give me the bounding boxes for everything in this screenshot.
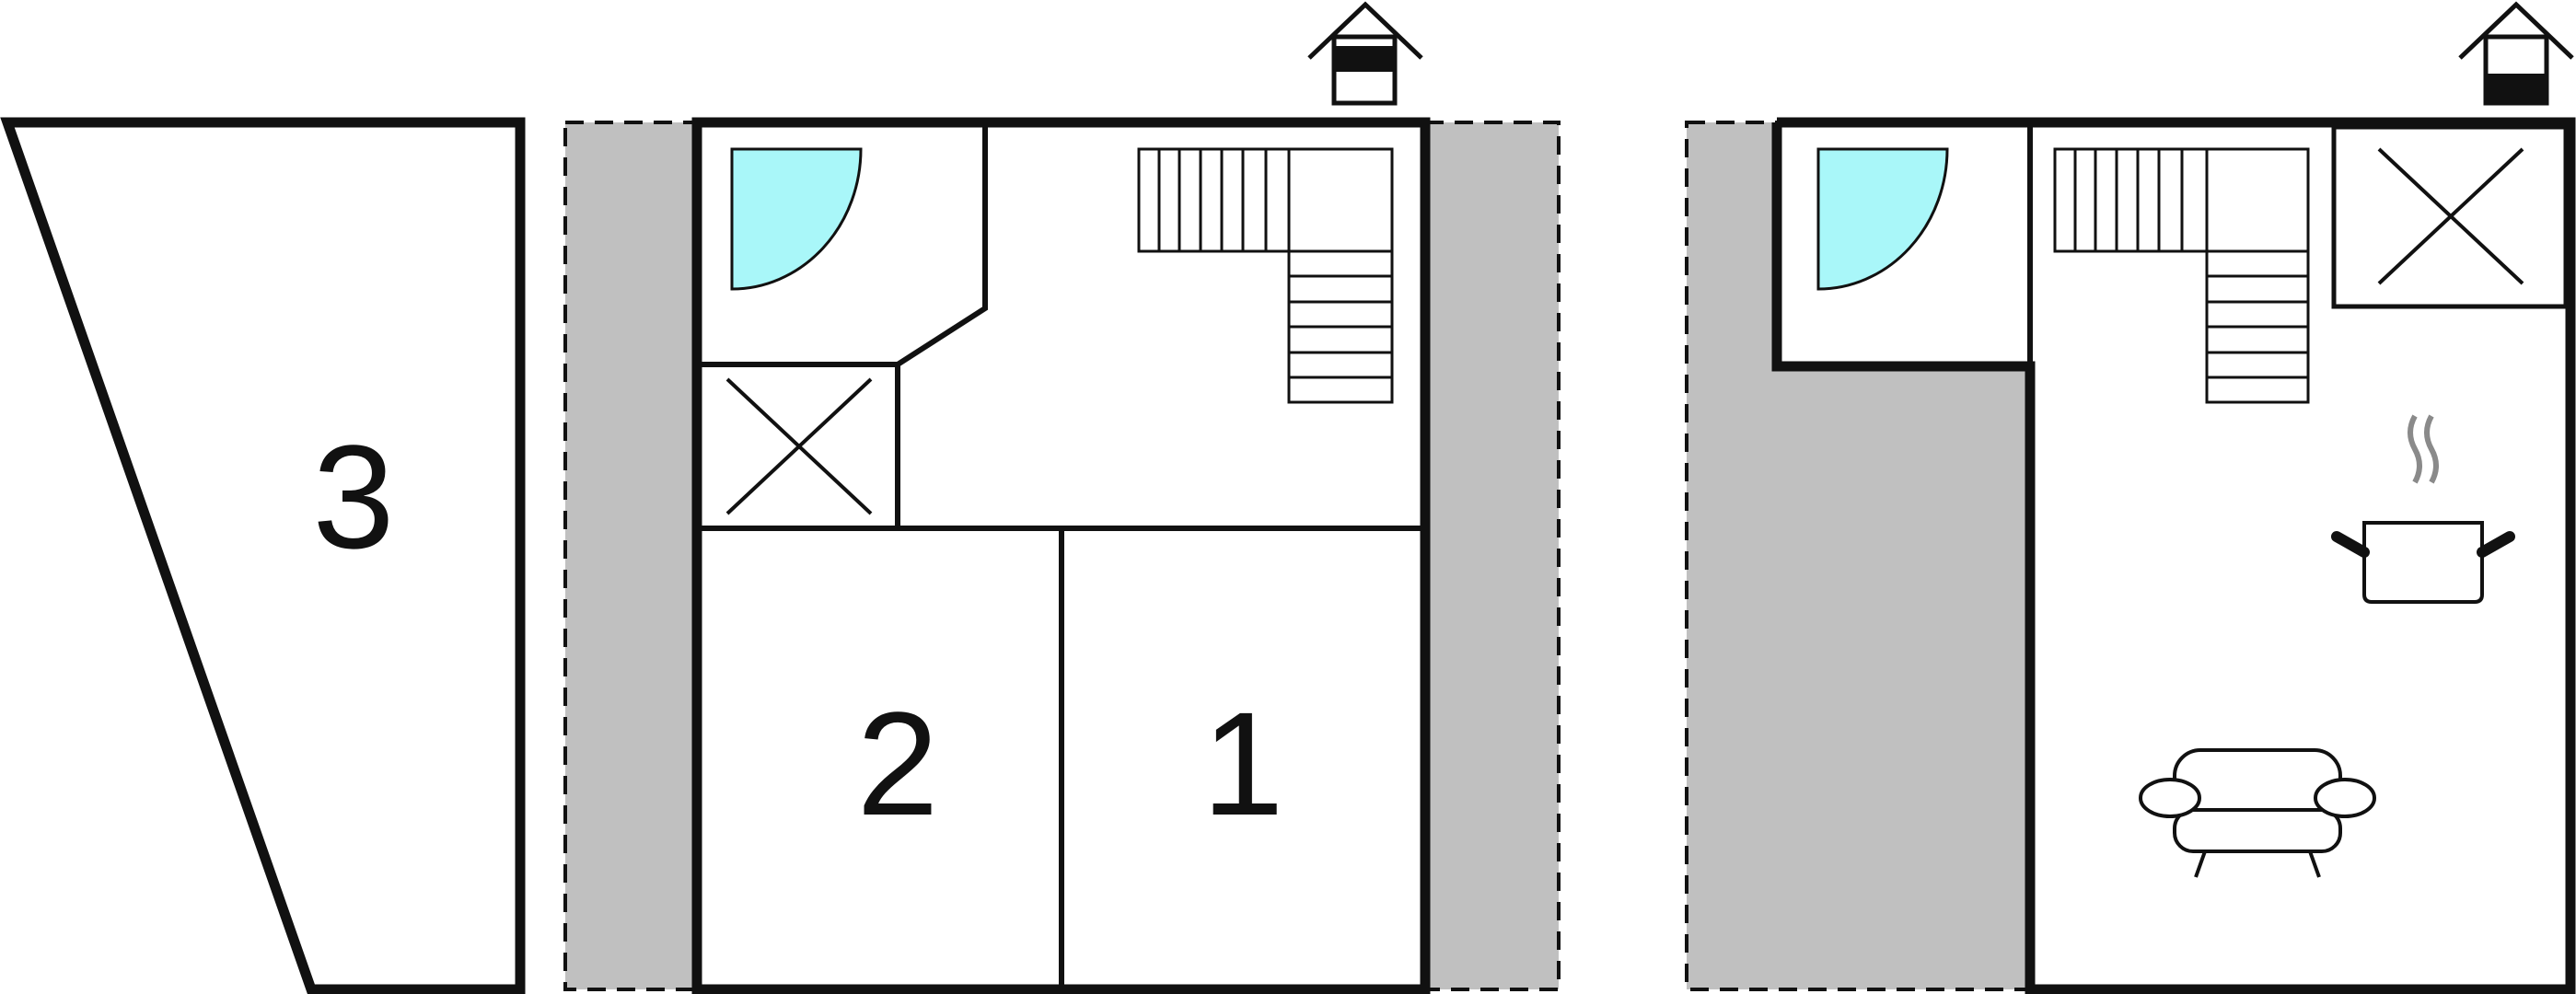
bathroom-wall xyxy=(697,127,988,367)
room-2-label: 2 xyxy=(857,681,939,846)
room-3-label: 3 xyxy=(313,414,395,579)
terrace-right xyxy=(1423,121,1561,991)
floor-plan-upper xyxy=(1685,1,2576,994)
house-entrance-icon xyxy=(1307,1,1423,106)
storage-cross-icon xyxy=(725,377,873,515)
storage-box-upper xyxy=(2331,124,2569,309)
cooking-pot-icon xyxy=(2331,414,2515,604)
shower-icon xyxy=(1816,147,1949,291)
staircase-icon xyxy=(2053,147,2310,404)
room-3-area: 3 xyxy=(0,117,526,994)
room-3-outline xyxy=(0,117,526,994)
shower-icon xyxy=(730,147,863,291)
staircase-icon xyxy=(1137,147,1394,404)
floor-plan-ground: 2 1 xyxy=(563,1,1561,994)
storage-cross-icon xyxy=(2377,147,2524,285)
terrace-left xyxy=(563,121,699,991)
armchair-icon xyxy=(2139,748,2376,878)
room-1-label: 1 xyxy=(1202,681,1284,846)
house-entrance-icon xyxy=(2458,1,2574,106)
floor-outline-upper xyxy=(1771,117,2576,994)
